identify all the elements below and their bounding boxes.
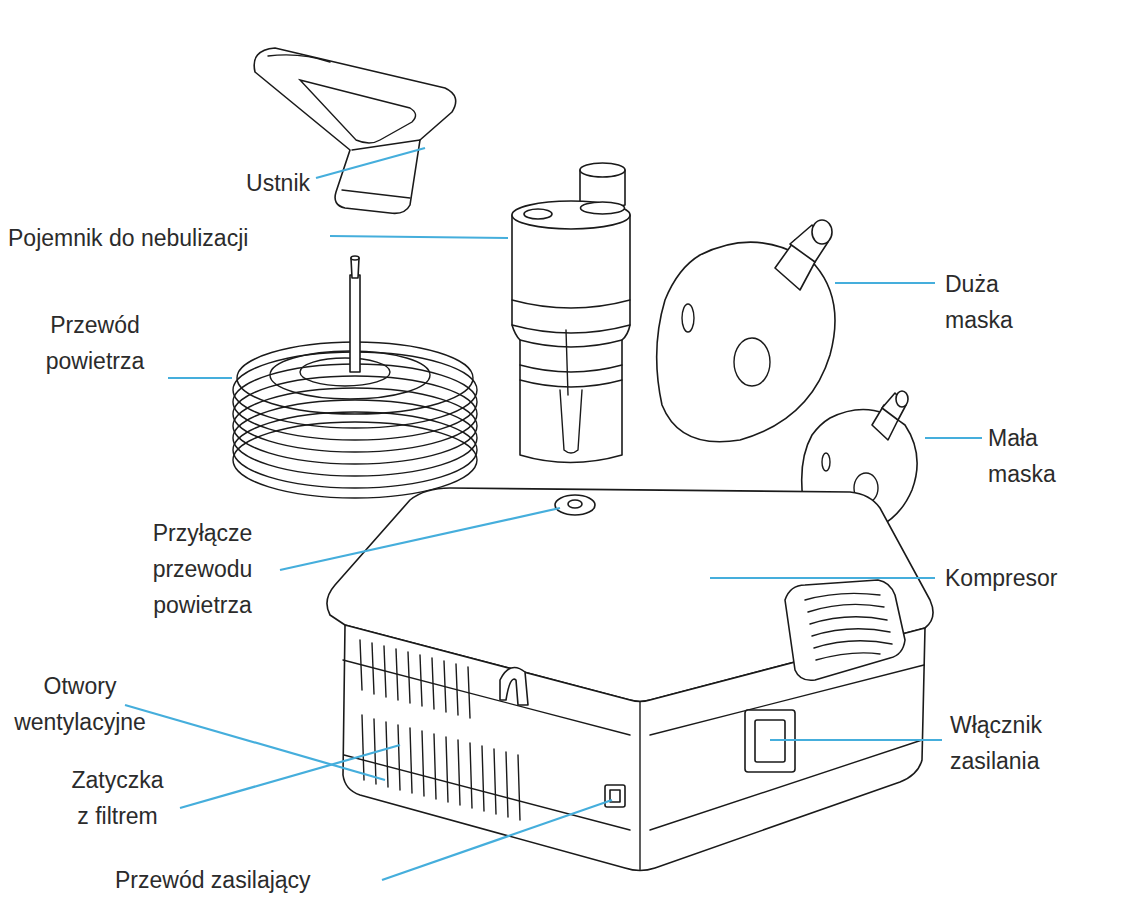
- leader-line: [770, 739, 942, 741]
- part-label: Kompresor: [945, 560, 1145, 596]
- part-label: Zatyczka z filtrem: [65, 762, 170, 834]
- leader-line: [710, 577, 935, 579]
- part-label: Mała maska: [988, 420, 1078, 492]
- leader-line: [280, 508, 560, 570]
- leader-line: [382, 800, 612, 880]
- large-mask-drawing: [657, 220, 835, 442]
- leader-lines: [125, 148, 982, 880]
- leader-line: [125, 705, 385, 780]
- part-label: Przewód zasilający: [115, 862, 385, 898]
- leader-line: [835, 282, 935, 284]
- leader-line: [925, 437, 982, 439]
- air-tube-drawing: [233, 256, 477, 498]
- compressor-drawing: [327, 488, 933, 871]
- part-label: Otwory wentylacyjne: [5, 668, 155, 740]
- leader-line: [168, 377, 232, 379]
- leader-line: [316, 148, 425, 178]
- leader-line: [330, 236, 508, 238]
- part-label: Włącznik zasilania: [950, 707, 1080, 779]
- part-label: Przewód powietrza: [25, 307, 165, 379]
- nebulizer-cup-drawing: [512, 163, 630, 463]
- part-label: Przyłącze przewodu powietrza: [115, 515, 290, 623]
- leader-line: [180, 745, 400, 808]
- part-label: Duża maska: [945, 266, 1035, 338]
- part-label: Pojemnik do nebulizacji: [8, 220, 330, 256]
- part-label: Ustnik: [180, 165, 310, 201]
